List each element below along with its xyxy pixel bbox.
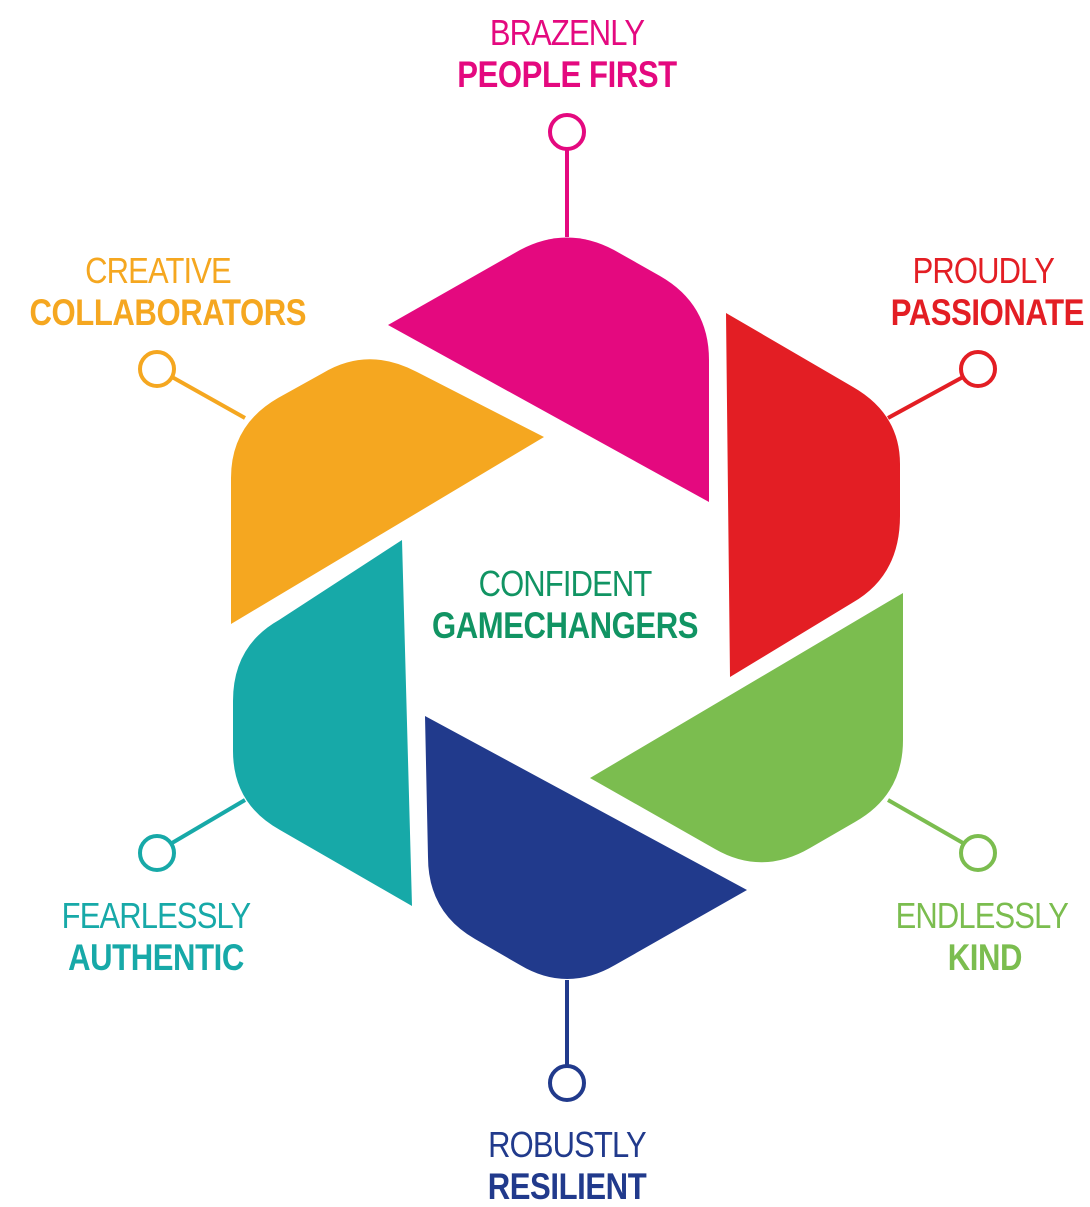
label-lower-left-line1: FEARLESSLY bbox=[61, 895, 252, 936]
connector-lower-right bbox=[887, 798, 997, 872]
label-upper-left-line2: COLLABORATORS bbox=[29, 292, 307, 333]
label-upper-right-line1: PROUDLY bbox=[912, 250, 1055, 291]
center-label: CONFIDENT GAMECHANGERS bbox=[405, 563, 725, 646]
label-top: BRAZENLY PEOPLE FIRST bbox=[397, 12, 737, 95]
petal-top bbox=[388, 237, 709, 502]
node-lower-left-icon bbox=[138, 834, 176, 872]
label-lower-left-line2: AUTHENTIC bbox=[68, 937, 244, 978]
connector-bottom bbox=[548, 980, 586, 1102]
label-upper-left: CREATIVE COLLABORATORS bbox=[5, 250, 311, 333]
petal-lower-right bbox=[590, 593, 903, 863]
petal-upper-right bbox=[726, 313, 900, 677]
petal-upper-left bbox=[231, 359, 544, 624]
connector-upper-right bbox=[887, 350, 997, 420]
center-label-line1: CONFIDENT bbox=[478, 563, 653, 604]
center-label-line2: GAMECHANGERS bbox=[431, 605, 699, 646]
label-bottom-line1: ROBUSTLY bbox=[488, 1124, 647, 1165]
connector-lower-left bbox=[138, 798, 247, 872]
node-bottom-icon bbox=[548, 1064, 586, 1102]
connector-upper-left bbox=[138, 350, 246, 420]
label-lower-right-line1: ENDLESSLY bbox=[895, 895, 1069, 936]
label-bottom: ROBUSTLY RESILIENT bbox=[417, 1124, 717, 1207]
node-upper-right-icon bbox=[959, 350, 997, 388]
label-upper-right-line2: PASSIONATE bbox=[890, 292, 1085, 333]
node-lower-right-icon bbox=[959, 834, 997, 872]
label-upper-right: PROUDLY PASSIONATE bbox=[780, 250, 1085, 333]
label-lower-right: ENDLESSLY KIND bbox=[820, 895, 1069, 978]
petal-bottom bbox=[425, 716, 747, 979]
label-top-line1: BRAZENLY bbox=[489, 12, 645, 53]
node-top-icon bbox=[548, 113, 586, 151]
connector-top bbox=[548, 113, 586, 237]
node-upper-left-icon bbox=[138, 350, 176, 388]
label-top-line2: PEOPLE FIRST bbox=[457, 54, 677, 95]
label-lower-left: FEARLESSLY AUTHENTIC bbox=[20, 895, 292, 978]
label-upper-left-line1: CREATIVE bbox=[85, 250, 232, 291]
petal-lower-left bbox=[233, 540, 412, 906]
label-bottom-line2: RESILIENT bbox=[487, 1166, 647, 1207]
label-lower-right-line2: KIND bbox=[947, 937, 1023, 978]
